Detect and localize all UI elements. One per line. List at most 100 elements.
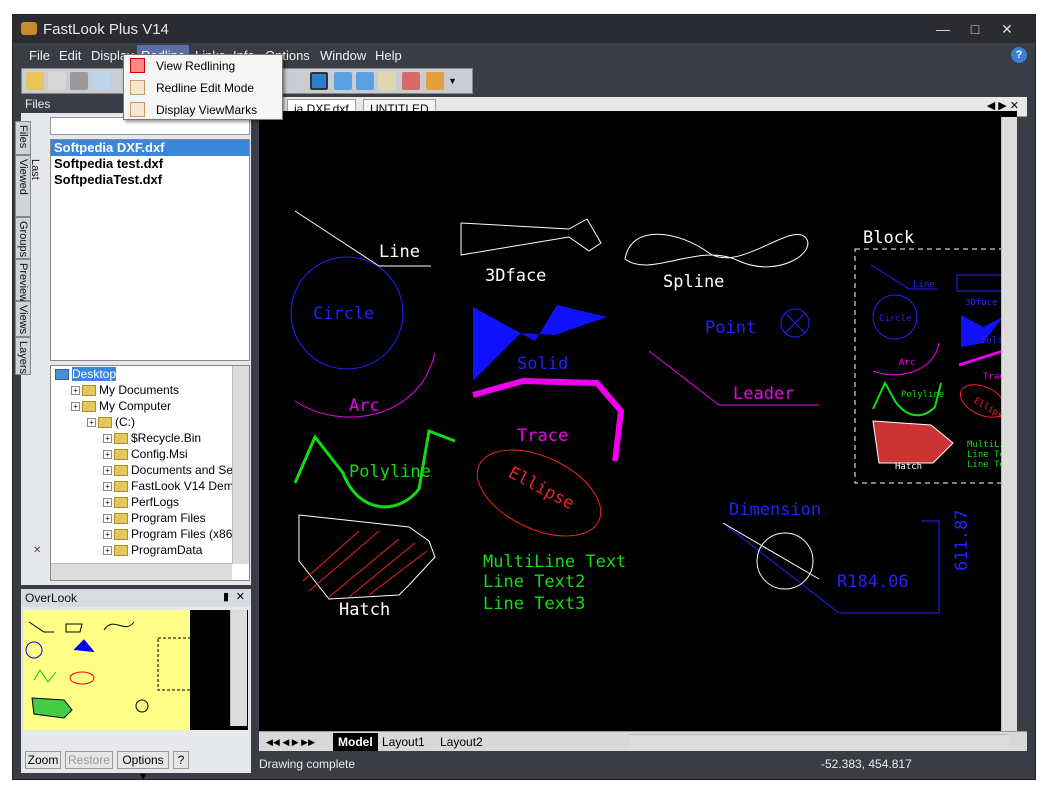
maximize-button[interactable]: □: [970, 21, 980, 37]
expand-icon[interactable]: +: [103, 514, 112, 524]
drawing-canvas[interactable]: Line 3Dface Spline Block Circle Solid Po…: [259, 111, 1017, 733]
close-button[interactable]: ✕: [1001, 21, 1013, 37]
menu-display[interactable]: Display: [91, 48, 134, 63]
expand-icon[interactable]: +: [71, 402, 80, 412]
tree-item[interactable]: +Program Files (x86): [51, 526, 249, 542]
folder-icon: [114, 497, 128, 509]
overlook-title: OverLook: [21, 589, 251, 607]
status-bar: Drawing complete -52.383, 454.817: [259, 753, 1027, 775]
zoom-button[interactable]: Zoom: [25, 751, 61, 769]
file-item[interactable]: Softpedia DXF.dxf: [51, 140, 249, 156]
dropdown-arrow-icon[interactable]: ▼: [448, 76, 457, 86]
svg-text:Polyline: Polyline: [901, 390, 944, 400]
expand-icon[interactable]: +: [103, 434, 112, 444]
tree-item-label: PerfLogs: [131, 495, 180, 509]
label-distance: 611.87: [952, 510, 972, 571]
folder-icon: [114, 465, 128, 477]
rotate-right-icon[interactable]: [356, 72, 374, 90]
minimize-button[interactable]: —: [936, 21, 950, 37]
folder-icon: [98, 417, 112, 429]
tree-item[interactable]: +My Computer: [51, 398, 249, 414]
close-icon[interactable]: ✕: [235, 591, 245, 603]
help-button[interactable]: ?: [173, 751, 189, 769]
label-3dface: 3Dface: [485, 266, 546, 286]
expand-icon[interactable]: +: [103, 450, 112, 460]
tree-hscrollbar[interactable]: [51, 563, 232, 580]
vtab-files[interactable]: Files: [15, 121, 31, 155]
expand-icon[interactable]: +: [103, 530, 112, 540]
layout-tabs: ◀◀ ◀ ▶ ▶▶ Model Layout1 Layout2: [259, 731, 1027, 751]
tree-item[interactable]: +FastLook V14 Demo: [51, 478, 249, 494]
overlook-thumbnail[interactable]: [24, 610, 248, 730]
label-block: Block: [863, 228, 914, 248]
zoom-icon[interactable]: [92, 72, 110, 90]
markup-icon[interactable]: [402, 72, 420, 90]
tree-item[interactable]: +Config.Msi: [51, 446, 249, 462]
tab-model[interactable]: Model: [333, 733, 378, 751]
tab-layout2[interactable]: Layout2: [440, 735, 483, 749]
menu-help[interactable]: Help: [375, 48, 402, 63]
open-icon[interactable]: [26, 72, 44, 90]
expand-icon[interactable]: +: [103, 466, 112, 476]
menu-item-display-viewmarks[interactable]: Display ViewMarks: [124, 99, 282, 121]
collapse-icon[interactable]: ✕: [33, 545, 42, 556]
tree-item[interactable]: +Documents and Se: [51, 462, 249, 478]
tree-item[interactable]: +ProgramData: [51, 542, 249, 558]
expand-icon[interactable]: +: [71, 386, 80, 396]
view-icon[interactable]: [310, 72, 328, 90]
restore-button[interactable]: Restore: [65, 751, 113, 769]
overlook-scrollbar[interactable]: [230, 610, 247, 726]
menu-item-redline-edit-mode[interactable]: Redline Edit Mode: [124, 77, 282, 99]
file-item[interactable]: SoftpediaTest.dxf: [54, 172, 163, 187]
vtab-views[interactable]: Views: [15, 301, 31, 337]
tree-item[interactable]: +My Documents: [51, 382, 249, 398]
expand-icon[interactable]: +: [103, 546, 112, 556]
label-multiline-text: MultiLine Text: [483, 552, 626, 572]
label-polyline: Polyline: [349, 462, 431, 482]
tab-nav-icon[interactable]: ◀◀ ◀ ▶ ▶▶: [266, 737, 316, 747]
tree-item[interactable]: + PerfLogs: [51, 494, 249, 510]
folder-icon: [114, 545, 128, 557]
help-icon[interactable]: ?: [1011, 47, 1027, 63]
canvas-hscrollbar[interactable]: [629, 734, 1009, 750]
pin-icon[interactable]: ▮: [222, 591, 229, 603]
label-line-text3: Line Text3: [483, 594, 585, 614]
tree-item-label: Desktop: [72, 367, 117, 381]
expand-icon[interactable]: +: [103, 482, 112, 492]
label-leader: Leader: [733, 384, 794, 404]
redline-view-icon: [130, 58, 145, 73]
pan-icon[interactable]: [378, 72, 396, 90]
expand-icon[interactable]: +: [87, 418, 96, 428]
tab-close-icon[interactable]: ◀ ▶ ✕: [986, 100, 1019, 112]
expand-icon[interactable]: +: [103, 498, 112, 508]
menu-edit[interactable]: Edit: [59, 48, 82, 63]
tree-item[interactable]: + (C:): [51, 414, 249, 430]
folder-icon: [114, 481, 128, 493]
menu-window[interactable]: Window: [320, 48, 367, 63]
tree-item[interactable]: +$Recycle.Bin: [51, 430, 249, 446]
tree-item[interactable]: + Program Files: [51, 510, 249, 526]
folder-icon[interactable]: [48, 72, 66, 90]
tree-item-label: Program Files: [131, 511, 206, 525]
menu-item-view-redlining[interactable]: View Redlining: [124, 55, 282, 77]
canvas-vscrollbar[interactable]: [1001, 117, 1017, 731]
vtab-last-viewed[interactable]: Last Viewed: [15, 155, 41, 217]
tree-scrollbar[interactable]: [232, 366, 249, 564]
label-arc: Arc: [349, 396, 380, 416]
tab-layout1[interactable]: Layout1: [382, 735, 425, 749]
app-logo-icon: [21, 22, 37, 35]
file-item[interactable]: Softpedia test.dxf: [54, 156, 164, 171]
options-button[interactable]: Options ▾: [117, 751, 169, 783]
tree-item-label: (C:): [115, 415, 135, 429]
svg-text:Hatch: Hatch: [895, 462, 922, 472]
vtab-layers[interactable]: Layers: [15, 337, 31, 375]
vtab-groups[interactable]: Groups: [15, 217, 31, 259]
settings-icon[interactable]: [426, 72, 444, 90]
menu-file[interactable]: File: [29, 48, 50, 63]
svg-text:Arc: Arc: [899, 358, 915, 368]
rotate-left-icon[interactable]: [334, 72, 352, 90]
label-circle: Circle: [313, 304, 374, 324]
vtab-preview[interactable]: Preview: [15, 259, 31, 302]
tree-item[interactable]: Desktop: [51, 366, 249, 382]
print-icon[interactable]: [70, 72, 88, 90]
